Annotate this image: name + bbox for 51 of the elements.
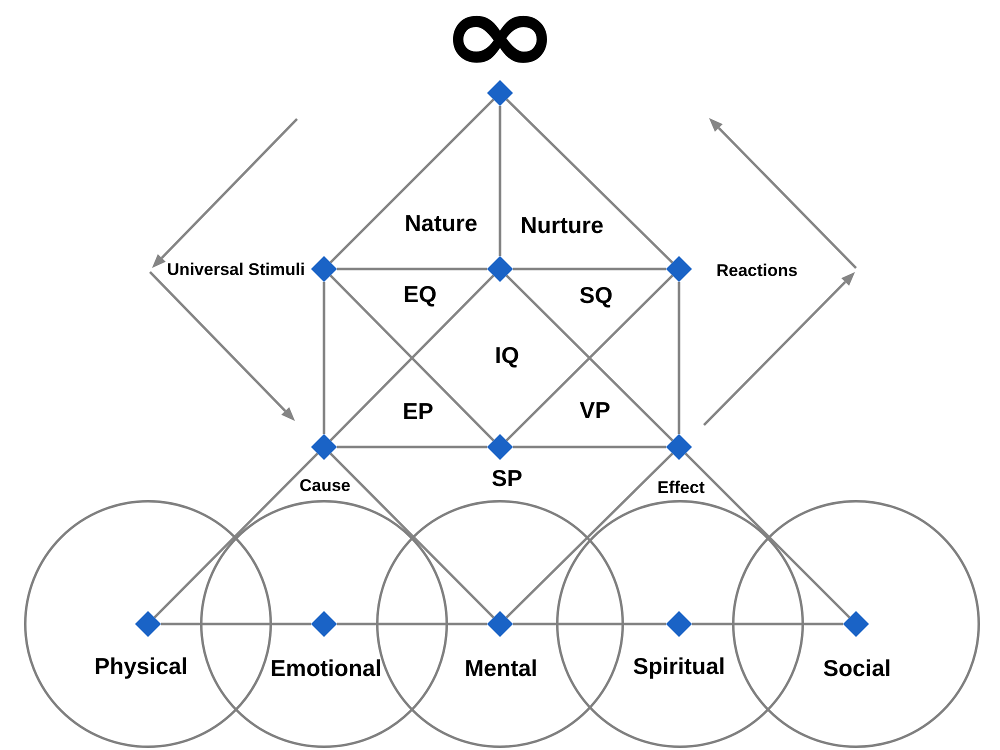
diamond-marker [843,611,869,637]
region-label: EP [402,398,434,424]
point-label: Reactions [716,261,798,281]
connector-line [330,452,494,618]
connector-line [678,282,680,434]
connector-line [337,268,487,270]
connector-line [692,622,843,626]
region-label: IQ [494,342,520,368]
diamond-marker [487,611,513,637]
connector-line [684,452,850,618]
connector-line [337,622,487,626]
point-label: Universal Stimuli [167,260,305,280]
connector-line [161,622,311,626]
region-label: SQ [579,282,613,308]
connector-line [513,446,666,448]
connector-line [506,452,674,618]
diamond-marker [487,80,513,106]
domain-circle [732,500,980,748]
diamond-marker [666,611,692,637]
diamond-marker [666,434,692,460]
circle-label: Mental [464,654,538,682]
circle-label: Social [823,654,891,682]
diamond-marker [311,611,337,637]
region-label: Nurture [520,212,604,238]
connector-line [330,98,494,264]
domain-circle [200,500,448,748]
domain-circle [24,500,272,748]
connector-line [337,446,487,448]
connector-line [513,622,666,626]
diamond-marker [135,611,161,637]
circle-label: Spiritual [633,652,725,680]
diamond-marker [487,256,513,282]
region-label: Nature [404,210,478,236]
infinity-sign: ∞ [440,2,560,66]
diamond-marker [311,434,337,460]
region-label: SP [492,464,522,492]
domain-circle [556,500,804,748]
point-label: Effect [657,478,705,498]
diamond-marker [666,256,692,282]
diamond-marker [311,256,337,282]
region-label: EQ [403,280,437,308]
connector-line [322,282,326,434]
circle-label: Emotional [270,654,382,682]
region-label: VP [580,396,610,424]
circle-label: Physical [94,652,188,680]
connector-line [513,268,666,270]
connector-line [154,452,318,618]
point-label: Cause [299,476,351,496]
connector-line [506,98,674,264]
diamond-marker [487,434,513,460]
connector-line [498,106,502,256]
